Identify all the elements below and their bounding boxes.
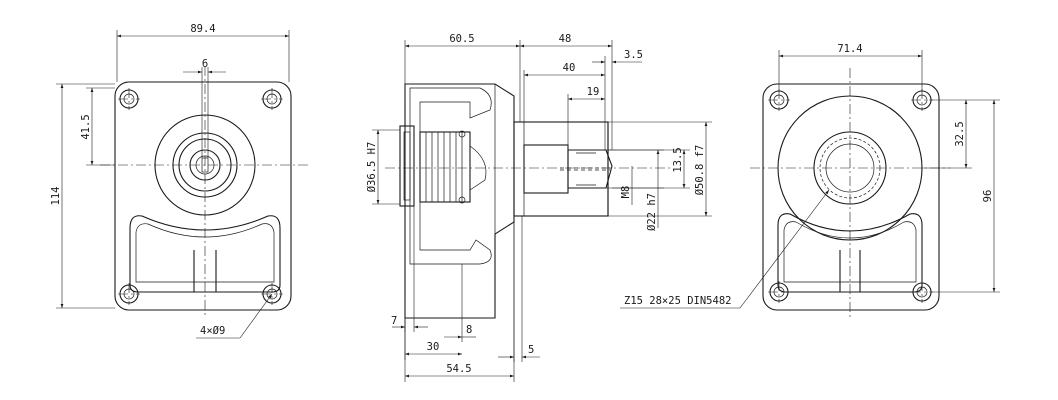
mid-pilot-ring (399, 125, 415, 207)
left-mounting-holes (118, 88, 283, 305)
dim-right-spline: Z15 28×25 DIN5482 (620, 189, 830, 309)
left-lower-pockets (129, 215, 281, 293)
dim-mid-22: Ø22 h7 (568, 149, 664, 231)
dim-right-32-5: 32.5 (922, 99, 972, 169)
dim-left-height: 114 (50, 83, 115, 309)
dim-mid-50-8: Ø50.8 f7 (608, 121, 712, 217)
dim-mid-8: 8 (444, 264, 476, 342)
dim-left-width: 89.4 (116, 23, 290, 82)
dim-mid-50-8-label: Ø50.8 f7 (694, 145, 706, 196)
dim-mid-22-label: Ø22 h7 (646, 193, 658, 231)
dim-left-top-label: 41.5 (80, 114, 92, 139)
right-view: 71.4 32.5 96 Z15 28×25 DIN5482 (620, 43, 1000, 318)
dim-mid-30: 30 (404, 318, 462, 360)
dim-mid-7: 7 (391, 206, 428, 332)
dim-left-holes-label: 4×Ø9 (200, 325, 225, 337)
dim-mid-shaft: 48 (520, 33, 613, 150)
dim-mid-m8: M8 (620, 166, 633, 205)
dim-mid-5: 5 (498, 216, 540, 362)
right-center-lines (750, 68, 950, 318)
mid-spline-tip (567, 149, 613, 189)
dim-left-key: 6 (183, 58, 226, 158)
dim-mid-30-label: 30 (427, 341, 440, 353)
dim-mid-19-label: 19 (587, 86, 600, 98)
dim-right-32-5-label: 32.5 (954, 121, 966, 146)
dim-right-spline-label: Z15 28×25 DIN5482 (624, 295, 731, 307)
mid-gear (419, 131, 471, 203)
dim-mid-19: 19 (567, 86, 605, 145)
dim-left-width-label: 89.4 (190, 23, 215, 35)
dim-mid-40-label: 40 (563, 62, 576, 74)
mid-section-hatch (409, 87, 492, 265)
dim-mid-13-5-label: 13.5 (672, 147, 684, 172)
dim-left-key-label: 6 (202, 58, 208, 70)
dim-mid-13-5: 13.5 (608, 147, 690, 189)
mid-shaft-body (513, 121, 609, 217)
dim-mid-pilot: Ø36.5 H7 (366, 129, 400, 205)
left-flange-outline (114, 81, 292, 311)
dim-mid-40: 40 (523, 62, 605, 122)
dim-left-height-label: 114 (50, 187, 62, 206)
left-view: 89.4 6 41.5 114 4×Ø9 (50, 23, 310, 339)
dim-mid-7-label: 7 (391, 315, 397, 327)
mid-body-outline (404, 83, 515, 319)
dim-left-holes: 4×Ø9 (196, 293, 273, 339)
dim-mid-m8-label: M8 (620, 186, 632, 199)
right-flange-outline (762, 83, 940, 311)
dim-right-width: 71.4 (778, 43, 923, 91)
dim-mid-5-label: 5 (528, 344, 534, 356)
dim-mid-54-5-label: 54.5 (446, 363, 471, 375)
dim-left-top: 41.5 (80, 87, 115, 166)
dim-right-width-label: 71.4 (837, 43, 862, 55)
dim-right-96-label: 96 (982, 190, 994, 203)
dim-mid-shaft-label: 48 (559, 33, 572, 45)
dim-mid-body-label: 60.5 (449, 33, 474, 45)
dim-right-96: 96 (931, 99, 1000, 293)
right-lower-pockets (777, 213, 923, 293)
dim-mid-3-5-label: 3.5 (624, 49, 643, 61)
left-center-lines (100, 66, 310, 318)
dim-mid-pilot-label: Ø36.5 H7 (366, 142, 378, 193)
middle-view: 60.5 48 3.5 40 19 (366, 33, 712, 382)
right-mounting-holes (768, 89, 933, 303)
dim-mid-body: 60.5 (404, 33, 521, 122)
dim-mid-3-5: 3.5 (592, 49, 643, 150)
dim-mid-8-label: 8 (466, 324, 472, 336)
dim-mid-54-5: 54.5 (404, 222, 515, 382)
